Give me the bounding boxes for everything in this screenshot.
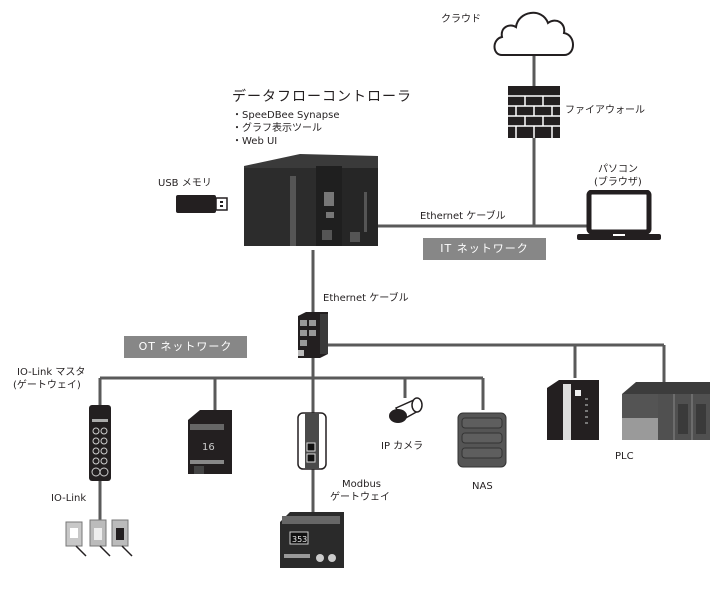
pc-label: パソコン [598, 164, 638, 175]
plc-compact-icon [547, 380, 599, 440]
controller-title: データフローコントローラ [232, 89, 412, 105]
data-flow-controller-icon [244, 154, 378, 246]
iolink-master-label: IO-Link マスタ [17, 367, 86, 378]
pc-label-browser: (ブラウザ) [594, 177, 642, 188]
plc-rack-icon [622, 382, 710, 440]
modbus-gateway-icon [297, 412, 327, 470]
iolink-master-label-gateway: (ゲートウェイ) [13, 380, 81, 391]
modbus-gateway-label: Modbus [342, 479, 381, 490]
ethernet-cable-it-label: Ethernet ケーブル [420, 211, 506, 222]
modbus-gateway-label-2: ゲートウェイ [330, 492, 390, 503]
plc-label: PLC [615, 451, 634, 462]
iolink-sensors-icon [65, 519, 133, 557]
nas-icon [457, 412, 507, 468]
firewall-label: ファイアウォール [565, 105, 645, 116]
network-switch-icon [298, 312, 328, 358]
cloud-label: クラウド [441, 14, 481, 25]
ethernet-cable-ot-label: Ethernet ケーブル [323, 293, 409, 304]
it-network-badge: IT ネットワーク [423, 238, 546, 260]
iolink-label: IO-Link [51, 493, 87, 504]
controller-feature-synapse: ・SpeeDBee Synapse [232, 110, 340, 121]
controller-feature-graph: ・グラフ表示ツール [232, 123, 322, 134]
ip-camera-label: IP カメラ [381, 441, 424, 452]
nas-label: NAS [472, 481, 493, 492]
cloud-icon [493, 12, 574, 56]
ot-network-badge: OT ネットワーク [124, 336, 247, 358]
iolink-master-icon [89, 405, 111, 481]
firewall-icon [508, 86, 560, 138]
ip-camera-icon [389, 397, 423, 423]
laptop-icon [577, 190, 661, 240]
controller-feature-webui: ・Web UI [232, 136, 278, 147]
svg-text:16: 16 [202, 442, 215, 453]
power-monitor-icon: 353 [280, 512, 344, 568]
usb-memory-icon [176, 195, 228, 213]
sensor-controller-icon: 16 [188, 410, 232, 474]
usb-memory-label: USB メモリ [158, 178, 212, 189]
svg-text:353: 353 [292, 535, 307, 544]
